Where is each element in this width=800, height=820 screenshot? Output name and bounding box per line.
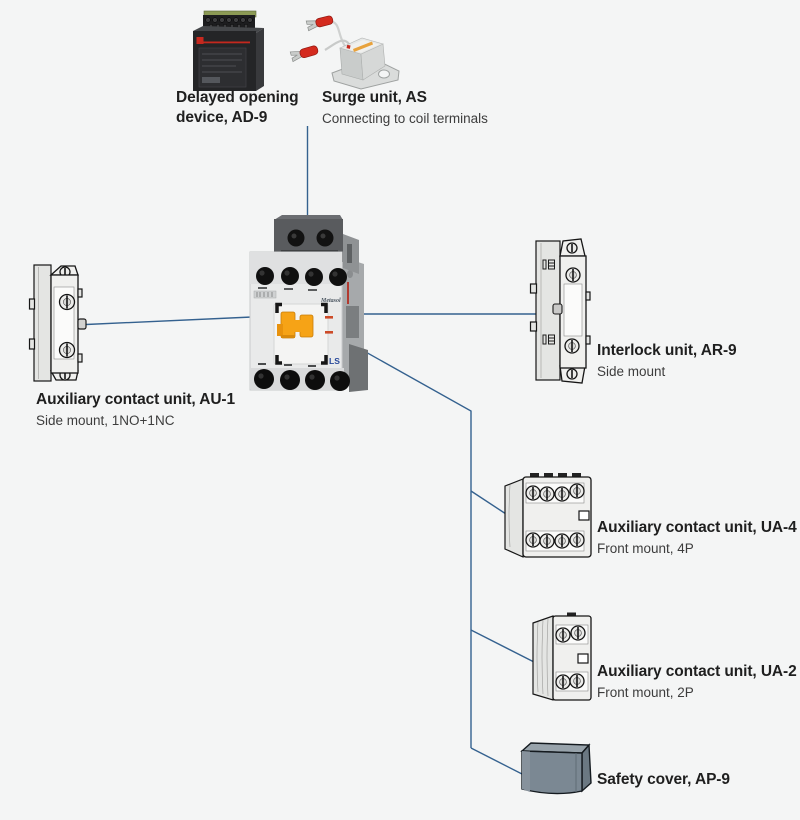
ua4-top-screws (525, 483, 585, 502)
au1-label: Auxiliary contact unit, AU-1 Side mount,… (36, 390, 235, 429)
line-au1-to-contactor (85, 316, 253, 326)
contactor-indicator-dash-2 (325, 331, 333, 334)
surge-label-logo (346, 44, 351, 49)
ua2-top-screws (555, 625, 586, 643)
ar9-body-window (563, 283, 583, 337)
surge-wire-2 (324, 39, 350, 51)
ar9-title: Interlock unit, AR-9 (597, 342, 737, 359)
ar9-right-step-bottom (585, 335, 591, 345)
ad9-red-stripe (197, 41, 250, 44)
au1-subtitle: Side mount, 1NO+1NC (36, 412, 175, 428)
ar9-terminal-mark-top (542, 259, 555, 270)
ad9-side-face (256, 28, 264, 91)
surge-flange-hole (378, 69, 390, 79)
contactor-indicator-dash-1 (325, 316, 333, 319)
au1-left-tab-bottom (28, 338, 36, 350)
ad9-label: Delayed opening device, AD-9 (176, 88, 299, 127)
ua2-subtitle: Front mount, 2P (597, 684, 694, 700)
au1-product-image (28, 259, 98, 387)
ua4-label: Auxiliary contact unit, UA-4 Front mount… (597, 518, 797, 557)
ad9-product-image (190, 7, 270, 92)
au1-right-step-bottom (77, 353, 83, 363)
surge-terminal-2 (289, 45, 319, 63)
line-trunk-down (329, 331, 472, 748)
screw-glint (320, 233, 326, 239)
line-branch-ua2 (470, 629, 535, 663)
au1-left-tab-top (28, 298, 36, 310)
au1-right-step-top (77, 288, 83, 298)
contactor-terminal-labels (258, 287, 317, 291)
ua4-slab-line (508, 484, 511, 548)
ap9-product-image (516, 739, 594, 799)
ar9-subtitle: Side mount (597, 363, 666, 379)
ap9-title: Safety cover, AP-9 (597, 771, 730, 788)
ua2-bottom-screws (555, 673, 585, 690)
ad9-label-lines (202, 53, 242, 73)
ua2-slab-lines (536, 618, 549, 697)
ua2-top-lug (567, 612, 576, 618)
contactor-corner-brackets (275, 302, 328, 365)
au1-side-knob (77, 318, 87, 330)
au1-back-plate (33, 264, 52, 382)
surge-terminal-1 (305, 15, 334, 32)
contactor-crossbar-orange (277, 311, 314, 339)
ad9-title-line1: Delayed opening (176, 89, 299, 106)
surge-subtitle: Connecting to coil terminals (322, 110, 488, 126)
ar9-right-step-top (585, 291, 591, 301)
ua2-product-image (527, 612, 595, 702)
surge-label: Surge unit, AS Connecting to coil termin… (322, 88, 488, 127)
contactor-cap-screw-left (287, 229, 305, 247)
ua2-label: Auxiliary contact unit, UA-2 Front mount… (597, 662, 797, 701)
contactor-cap-top (274, 215, 343, 220)
au1-title: Auxiliary contact unit, AU-1 (36, 391, 236, 408)
ar9-product-image (528, 236, 596, 386)
ad9-title-line2: device, AD-9 (176, 108, 268, 126)
surge-title: Surge unit, AS (322, 89, 427, 106)
ua2-title: Auxiliary contact unit, UA-2 (597, 663, 797, 680)
ua4-top-lugs (530, 473, 581, 478)
line-branch-ap9 (470, 747, 523, 775)
ua4-latch-notch (578, 510, 590, 521)
contactor-side-notch (346, 306, 359, 338)
ua2-latch-notch (577, 653, 589, 664)
ua4-bottom-screws (525, 532, 585, 549)
screw-glint (291, 233, 297, 239)
contactor-side-hole (347, 270, 353, 278)
surge-unit-product-image (285, 10, 405, 90)
ad9-label-box (202, 77, 220, 83)
ar9-side-knob (552, 303, 563, 315)
ap9-label: Safety cover, AP-9 (597, 770, 730, 790)
ad9-ls-logo (196, 37, 204, 44)
contactor-bracket-slot (347, 244, 352, 263)
ar9-label: Interlock unit, AR-9 Side mount (597, 341, 737, 380)
ua4-side-slab (504, 478, 524, 558)
surge-label-orange-bar (353, 41, 373, 52)
contactor-foot (349, 344, 368, 392)
contactor-cap-screw-right (316, 229, 334, 247)
ar9-terminal-mark-bottom (542, 334, 555, 345)
ap9-right-face (581, 743, 592, 793)
ua2-side-slab (532, 615, 554, 701)
ua4-product-image (496, 471, 596, 561)
ua4-title: Auxiliary contact unit, UA-4 (597, 519, 797, 536)
ar9-left-tab-top (529, 283, 538, 294)
ap9-front-bevel (522, 751, 530, 792)
contactor-brand-text: Metasol (320, 298, 341, 304)
contactor-product-image: Metasol LS (246, 212, 371, 392)
contactor-barcode-lines (256, 292, 273, 297)
contactor-barcode-label (253, 290, 277, 299)
contactor-bottom-screws (254, 369, 350, 391)
ar9-left-tab-bottom (529, 321, 538, 332)
ua4-subtitle: Front mount, 4P (597, 540, 694, 556)
contactor-ls-logo: LS (329, 356, 340, 366)
ap9-front-face (521, 750, 583, 795)
contactor-bottom-labels (258, 363, 316, 367)
contactor-top-screws (256, 267, 347, 286)
contactor-side-red-stripe (347, 282, 349, 304)
